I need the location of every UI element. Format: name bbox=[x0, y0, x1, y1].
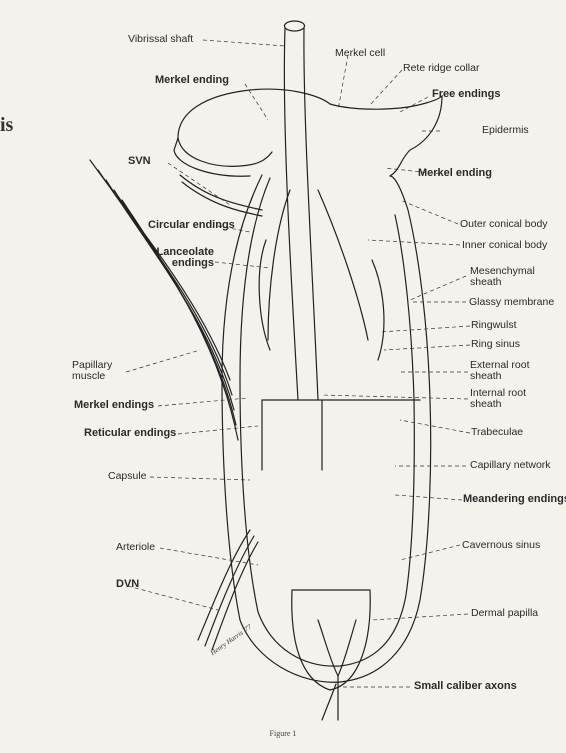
dermal-papilla bbox=[318, 620, 356, 676]
svn-nerve bbox=[180, 175, 262, 216]
inner-conical-body bbox=[268, 190, 368, 340]
section-cut bbox=[262, 400, 420, 470]
label-free-endings: Free endings bbox=[432, 89, 500, 100]
follicle-capsule bbox=[222, 175, 431, 682]
label-ring-sinus: Ring sinus bbox=[471, 339, 520, 350]
label-small-caliber-axons: Small caliber axons bbox=[414, 681, 517, 692]
label-reticular-endings: Reticular endings bbox=[84, 428, 176, 439]
label-capsule: Capsule bbox=[108, 471, 147, 482]
label-glassy-membrane: Glassy membrane bbox=[469, 297, 554, 308]
label-cavernous-sinus: Cavernous sinus bbox=[462, 540, 540, 551]
label-trabeculae: Trabeculae bbox=[471, 427, 523, 438]
label-mesenchymal-sheath: Mesenchymal sheath bbox=[470, 266, 536, 288]
label-merkel-cell: Merkel cell bbox=[335, 48, 385, 59]
label-dermal-papilla: Dermal papilla bbox=[471, 608, 538, 619]
label-circular-endings: Circular endings bbox=[148, 220, 235, 231]
label-dvn: DVN bbox=[116, 579, 139, 590]
label-arteriole: Arteriole bbox=[116, 542, 155, 553]
label-epidermis: Epidermis bbox=[482, 125, 529, 136]
label-merkel-ending-right: Merkel ending bbox=[418, 168, 492, 179]
label-meandering-endings: Meandering endings bbox=[463, 494, 566, 505]
label-merkel-endings: Merkel endings bbox=[74, 400, 154, 411]
label-inner-conical-body: Inner conical body bbox=[462, 240, 547, 251]
label-capillary-network: Capillary network bbox=[470, 460, 551, 471]
label-ringwulst: Ringwulst bbox=[471, 320, 517, 331]
label-merkel-ending-top: Merkel ending bbox=[155, 75, 229, 86]
figure-caption: Figure 1 bbox=[0, 729, 566, 738]
label-papillary-muscle: Papillary muscle bbox=[72, 360, 124, 382]
ringwulst bbox=[259, 240, 384, 360]
label-outer-conical-body: Outer conical body bbox=[460, 219, 548, 230]
label-svn: SVN bbox=[128, 156, 151, 167]
label-external-root-sheath: External root sheath bbox=[470, 360, 536, 382]
vibrissal-shaft bbox=[284, 28, 298, 400]
label-internal-root-sheath: Internal root sheath bbox=[470, 388, 536, 410]
label-rete-ridge-collar: Rete ridge collar bbox=[403, 63, 479, 74]
label-lanceolate-endings: Lanceolate endings bbox=[130, 247, 214, 269]
label-vibrissal-shaft: Vibrissal shaft bbox=[128, 34, 193, 45]
epidermis-slab bbox=[178, 89, 330, 138]
